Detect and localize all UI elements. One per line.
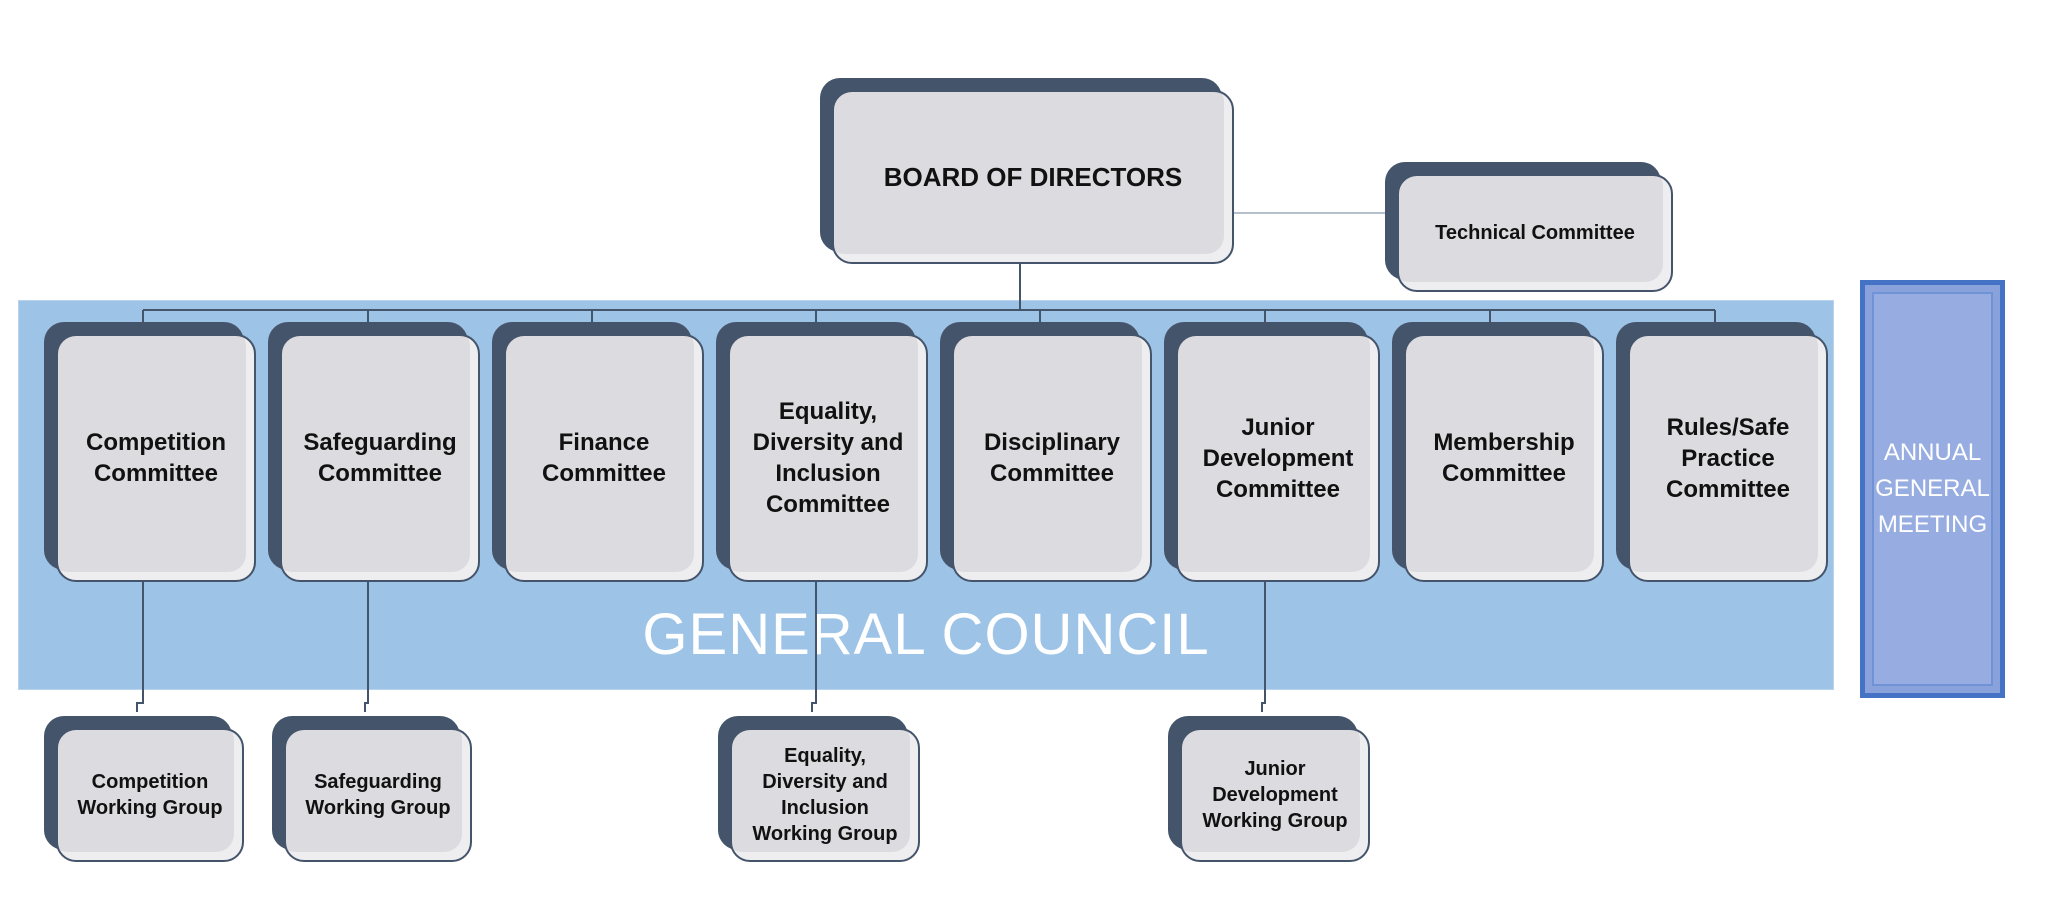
working-group-label: Junior Development Working Group [1180, 728, 1370, 862]
committee-label: Equality, Diversity and Inclusion Commit… [728, 334, 928, 582]
committee-box: Equality, Diversity and Inclusion Commit… [716, 322, 928, 582]
connector-wg-3 [811, 580, 817, 712]
annual-general-meeting-label: ANNUAL GENERAL MEETING [1875, 439, 1990, 538]
committee-label: Membership Committee [1404, 334, 1604, 582]
working-group-box: Junior Development Working Group [1168, 716, 1370, 862]
working-group-box: Equality, Diversity and Inclusion Workin… [718, 716, 920, 862]
committee-box: Disciplinary Committee [940, 322, 1152, 582]
working-group-label: Safeguarding Working Group [284, 728, 472, 862]
connector-wg-2 [364, 580, 369, 712]
board-of-directors-box: BOARD OF DIRECTORS [820, 78, 1234, 264]
working-group-box: Safeguarding Working Group [272, 716, 472, 862]
working-group-label: Equality, Diversity and Inclusion Workin… [730, 728, 920, 862]
committee-label: Disciplinary Committee [952, 334, 1152, 582]
working-group-label: Competition Working Group [56, 728, 244, 862]
technical-label: Technical Committee [1397, 174, 1673, 292]
committee-box: Finance Committee [492, 322, 704, 582]
board-label: BOARD OF DIRECTORS [832, 90, 1234, 264]
connector-wg-1 [136, 580, 144, 712]
committee-box: Safeguarding Committee [268, 322, 480, 582]
committee-box: Rules/Safe Practice Committee [1616, 322, 1828, 582]
committee-label: Junior Development Committee [1176, 334, 1380, 582]
connector-wg-4 [1261, 580, 1266, 712]
technical-committee-box: Technical Committee [1385, 162, 1673, 292]
annual-general-meeting-box: ANNUAL GENERAL MEETING [1860, 280, 2005, 698]
committee-box: Competition Committee [44, 322, 256, 582]
committee-label: Safeguarding Committee [280, 334, 480, 582]
general-council-label: GENERAL COUNCIL [642, 602, 1210, 667]
working-group-box: Competition Working Group [44, 716, 244, 862]
committee-box: Membership Committee [1392, 322, 1604, 582]
committee-box: Junior Development Committee [1164, 322, 1380, 582]
committee-label: Competition Committee [56, 334, 256, 582]
committee-label: Finance Committee [504, 334, 704, 582]
committee-label: Rules/Safe Practice Committee [1628, 334, 1828, 582]
annual-general-meeting-inner: ANNUAL GENERAL MEETING [1872, 292, 1993, 686]
